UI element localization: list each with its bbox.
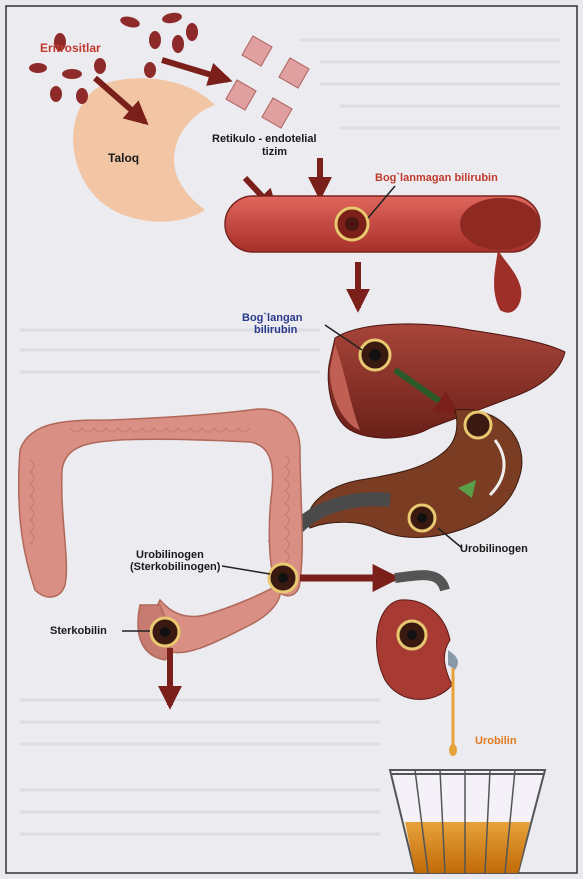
label-urobilinogen-intestine-line2: (Sterkobilinogen)	[130, 561, 220, 573]
urine-cup-icon	[390, 770, 545, 873]
label-urobilinogen-right: Urobilinogen	[460, 543, 528, 555]
urine-drop	[449, 744, 457, 756]
label-retikulo-line1: Retikulo - endotelial	[212, 133, 317, 145]
label-taloq: Taloq	[108, 152, 139, 164]
label-boglangan-line2: bilirubin	[254, 324, 297, 336]
label-urobilinogen-intestine-line1: Urobilinogen	[136, 549, 204, 561]
label-urobilin: Urobilin	[475, 735, 517, 747]
label-retikulo-line2: tizim	[262, 146, 287, 158]
label-boglanmagan-bilirubin: Bog`lanmagan bilirubin	[375, 172, 498, 184]
label-boglangan-line1: Bog`langan	[242, 312, 303, 324]
label-eritrositlar: Eritrositlar	[40, 42, 101, 54]
label-sterkobilin: Sterkobilin	[50, 625, 107, 637]
